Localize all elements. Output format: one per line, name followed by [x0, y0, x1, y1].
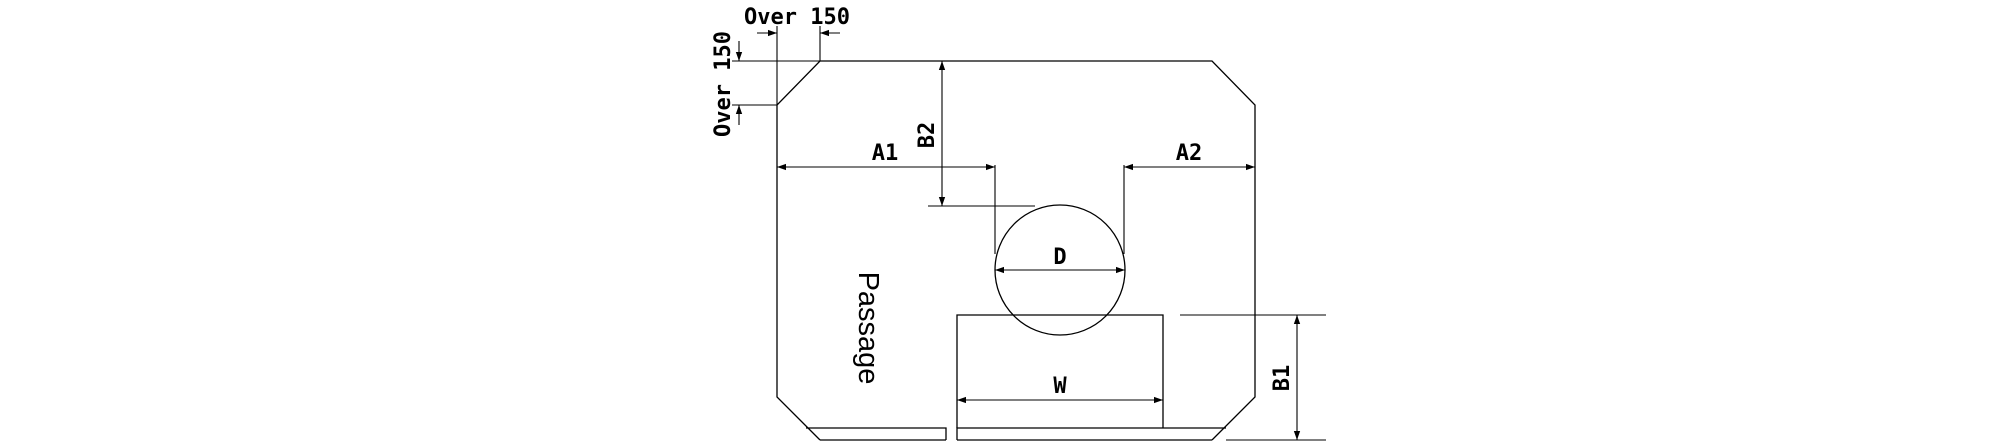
- d-label: D: [1053, 245, 1066, 270]
- top-clearance-label: Over 150: [744, 5, 850, 30]
- room-outline: [776, 60, 1256, 441]
- equipment-base: [956, 314, 1164, 428]
- a2-label: A2: [1176, 141, 1203, 166]
- floor-line-left: [806, 427, 947, 440]
- w-label: W: [1053, 374, 1067, 399]
- b2-label: B2: [915, 122, 940, 149]
- side-clearance-label: Over 150: [711, 31, 736, 137]
- a1-label: A1: [872, 141, 899, 166]
- b1-label: B1: [1270, 365, 1295, 392]
- passage-label: Passage: [852, 272, 884, 385]
- floor-line-right: [956, 427, 1226, 440]
